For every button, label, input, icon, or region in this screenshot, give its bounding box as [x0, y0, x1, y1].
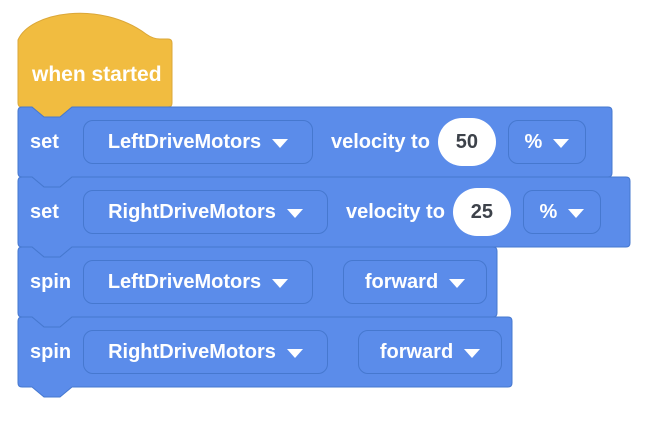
block-action-label: spin [30, 340, 72, 363]
set-velocity-block-left[interactable]: set LeftDriveMotors velocity to 50 % [17, 106, 613, 188]
motor-dropdown-value: RightDriveMotors [108, 200, 276, 223]
motor-dropdown-value: RightDriveMotors [108, 340, 276, 363]
unit-dropdown-value: % [524, 130, 543, 153]
dropdown-arrow-icon [286, 348, 303, 358]
direction-dropdown-value: forward [379, 340, 454, 363]
velocity-value-input[interactable]: 25 [452, 188, 511, 236]
dropdown-arrow-icon [286, 208, 303, 218]
motor-dropdown-value: LeftDriveMotors [107, 130, 262, 153]
block-action-label: set [30, 130, 59, 153]
dropdown-arrow-icon [272, 138, 289, 148]
dropdown-arrow-icon [449, 278, 466, 288]
direction-dropdown[interactable]: forward [343, 260, 487, 304]
unit-dropdown[interactable]: % [507, 120, 586, 164]
spin-block-right[interactable]: spin RightDriveMotors forward [17, 316, 513, 398]
dropdown-arrow-icon [568, 208, 585, 218]
dropdown-arrow-icon [553, 138, 570, 148]
unit-dropdown[interactable]: % [522, 190, 601, 234]
velocity-value-input[interactable]: 50 [437, 118, 496, 166]
when-started-hat-block[interactable]: when started [17, 12, 173, 118]
direction-dropdown[interactable]: forward [358, 330, 502, 374]
set-velocity-block-right[interactable]: set RightDriveMotors velocity to 25 % [17, 176, 631, 258]
block-action-label: spin [30, 270, 72, 293]
dropdown-arrow-icon [272, 278, 289, 288]
motor-dropdown[interactable]: LeftDriveMotors [83, 120, 313, 164]
dropdown-arrow-icon [464, 348, 481, 358]
motor-dropdown-value: LeftDriveMotors [107, 270, 262, 293]
direction-dropdown-value: forward [364, 270, 439, 293]
block-middle-label: velocity to [346, 200, 445, 223]
velocity-value: 25 [470, 200, 494, 223]
hat-label: when started [32, 63, 162, 86]
velocity-value: 50 [455, 130, 479, 153]
block-action-label: set [30, 200, 59, 223]
block-middle-label: velocity to [331, 130, 430, 153]
motor-dropdown[interactable]: RightDriveMotors [83, 190, 328, 234]
unit-dropdown-value: % [539, 200, 558, 223]
stack-block-shape [17, 316, 513, 398]
spin-block-left[interactable]: spin LeftDriveMotors forward [17, 246, 498, 328]
motor-dropdown[interactable]: RightDriveMotors [83, 330, 328, 374]
motor-dropdown[interactable]: LeftDriveMotors [83, 260, 313, 304]
